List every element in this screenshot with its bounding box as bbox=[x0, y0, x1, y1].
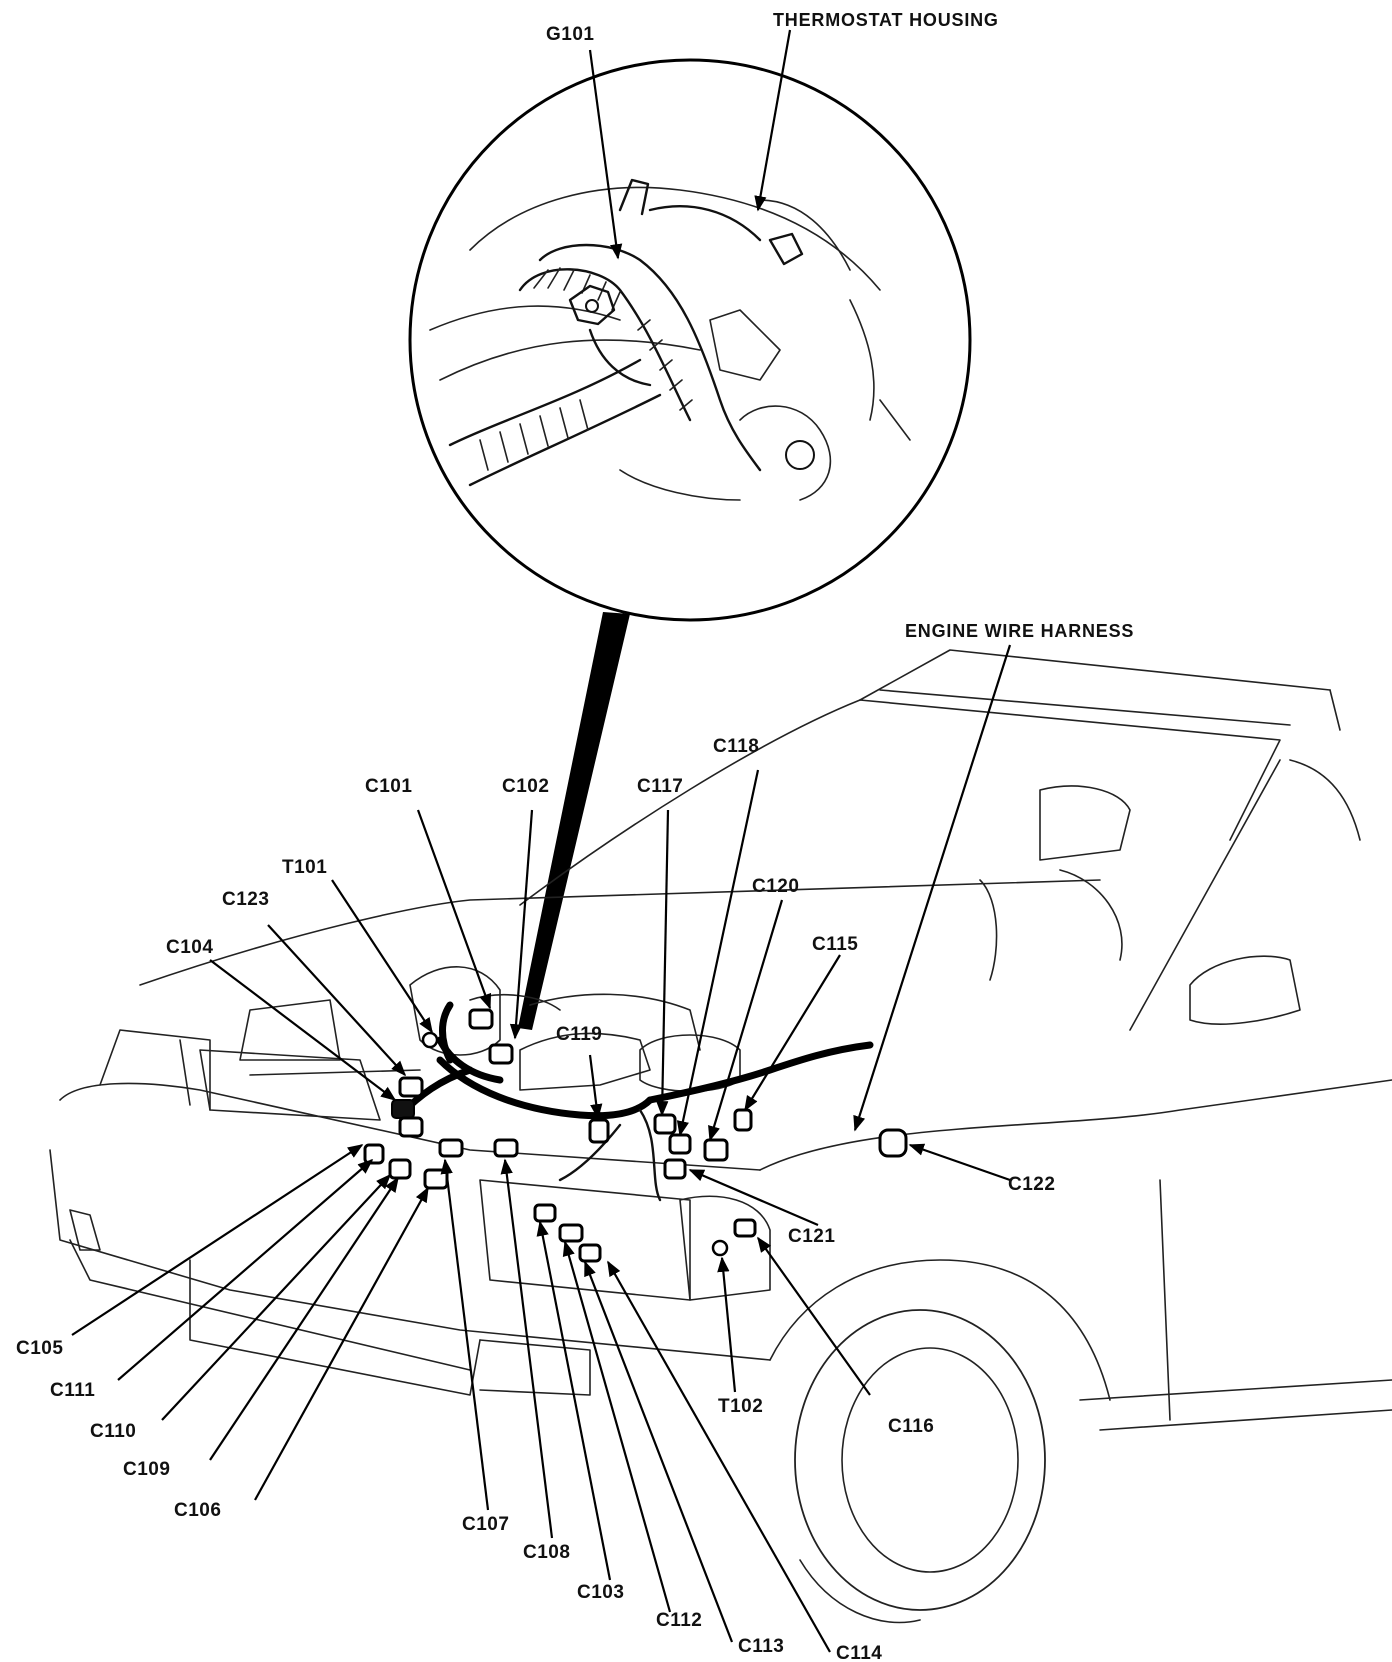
label-c108: C108 bbox=[523, 1542, 570, 1563]
label-c115: C115 bbox=[812, 934, 858, 955]
label-c114: C114 bbox=[836, 1643, 882, 1662]
label-c111: C111 bbox=[50, 1380, 95, 1401]
label-c107: C107 bbox=[462, 1514, 509, 1535]
label-c120: C120 bbox=[752, 876, 799, 897]
label-c116: C116 bbox=[888, 1416, 934, 1437]
label-c118: C118 bbox=[713, 736, 759, 757]
label-c109: C109 bbox=[123, 1459, 170, 1480]
label-c112: C112 bbox=[656, 1610, 702, 1631]
labels: THERMOSTAT HOUSING G101 ENGINE WIRE HARN… bbox=[16, 10, 1134, 1662]
leader-lines bbox=[71, 29, 1012, 1653]
thermostat-detail-view bbox=[408, 58, 972, 622]
detail-engine-sketch bbox=[429, 178, 911, 501]
detail-pointer bbox=[518, 612, 630, 1030]
label-g101: G101 bbox=[546, 24, 594, 45]
label-c105: C105 bbox=[16, 1338, 63, 1359]
car-body-outline bbox=[49, 649, 1392, 1624]
label-t101: T101 bbox=[282, 857, 327, 878]
label-thermostat-housing: THERMOSTAT HOUSING bbox=[773, 10, 999, 30]
label-c101: C101 bbox=[365, 776, 412, 797]
label-c123: C123 bbox=[222, 889, 269, 910]
label-c110: C110 bbox=[90, 1421, 136, 1442]
label-c103: C103 bbox=[577, 1582, 624, 1603]
engine-wire-harness-drawing bbox=[396, 1001, 874, 1202]
label-t102: T102 bbox=[718, 1396, 763, 1417]
label-c121: C121 bbox=[788, 1226, 835, 1247]
label-c106: C106 bbox=[174, 1500, 221, 1521]
label-c117: C117 bbox=[637, 776, 683, 797]
label-c122: C122 bbox=[1008, 1174, 1055, 1195]
label-c102: C102 bbox=[502, 776, 549, 797]
label-c113: C113 bbox=[738, 1636, 784, 1657]
connector-markers bbox=[363, 1008, 908, 1263]
label-c104: C104 bbox=[166, 937, 213, 958]
label-engine-wire-harness: ENGINE WIRE HARNESS bbox=[905, 621, 1134, 641]
label-c119: C119 bbox=[556, 1024, 602, 1045]
